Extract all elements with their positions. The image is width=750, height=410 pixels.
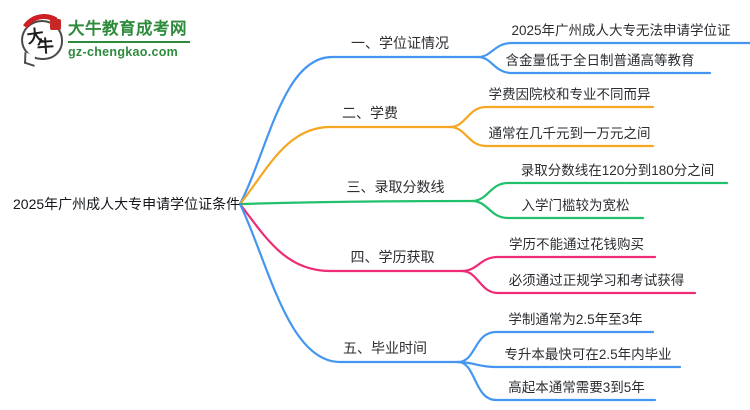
leaf-topic-2-1[interactable]: 学费因院校和专业不同而异 <box>488 87 651 102</box>
root-topic[interactable]: 2025年广州成人大专申请学位证条件 <box>13 196 241 212</box>
branch-5-topic[interactable]: 五、毕业时间 <box>343 340 427 356</box>
leaf-topic-3-1[interactable]: 录取分数线在120分到180分之间 <box>520 163 715 178</box>
daniu-bull-logo-icon: 大 牛 <box>14 9 74 69</box>
leaf-topic-3-2[interactable]: 入学门槛较为宽松 <box>521 198 630 213</box>
logo-char-niu: 牛 <box>36 36 55 57</box>
logo-title: 大牛教育成考网 <box>68 20 187 38</box>
leaf-topic-4-2[interactable]: 必须通过正规学习和考试获得 <box>508 273 685 288</box>
branch-3-topic[interactable]: 三、录取分数线 <box>346 179 445 195</box>
branch-3-main-curve <box>238 199 474 206</box>
leaf-topic-1-1[interactable]: 2025年广州成人大专无法申请学位证 <box>511 23 731 38</box>
branch-5-curves <box>238 202 682 402</box>
branch-4-topic[interactable]: 四、学历获取 <box>350 249 435 265</box>
branch-3-curves <box>238 181 729 220</box>
logo-domain: gz-chengkao.com <box>68 45 179 59</box>
leaf-topic-4-1[interactable]: 学历不能通过花钱购买 <box>509 237 644 252</box>
branch-4-child-1-curve <box>460 255 657 273</box>
leaf-topic-5-1[interactable]: 学制通常为2.5年至3年 <box>508 312 643 327</box>
leaf-topic-5-3[interactable]: 高起本通常需要3到5年 <box>508 380 645 395</box>
branch-1-topic[interactable]: 一、学位证情况 <box>351 35 449 51</box>
leaf-topic-5-2[interactable]: 专升本最快可在2.5年内毕业 <box>504 347 672 362</box>
logo-divider <box>68 41 190 43</box>
leaf-topic-2-2[interactable]: 通常在几千元到一万元之间 <box>488 126 651 141</box>
branch-2-topic[interactable]: 二、学费 <box>342 105 398 121</box>
site-logo[interactable]: 大 牛 大牛教育成考网 gz-chengkao.com <box>14 9 198 69</box>
red-seal-icon <box>50 19 61 30</box>
leaf-topic-1-2[interactable]: 含金量低于全日制普通高等教育 <box>505 53 695 68</box>
